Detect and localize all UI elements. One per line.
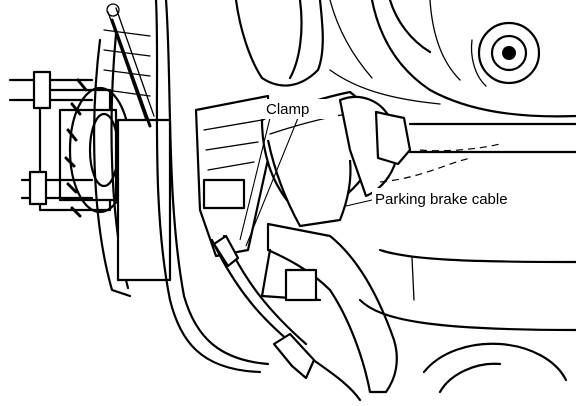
knuckle bbox=[154, 0, 272, 374]
clamp-callout: Clamp bbox=[239, 99, 338, 247]
suspension-arm bbox=[260, 90, 576, 228]
hidden-edges bbox=[379, 143, 501, 183]
clamp-label: Clamp bbox=[266, 101, 309, 118]
wheel-arch bbox=[422, 342, 568, 394]
parking-brake-cable-label: Parking brake cable bbox=[375, 191, 508, 208]
brake-cable-lower bbox=[210, 234, 362, 402]
body-panel bbox=[234, 0, 576, 118]
brake-rotor bbox=[93, 3, 172, 298]
parking-brake-cable-callout: Parking brake cable bbox=[345, 188, 564, 208]
lower-control-arm bbox=[260, 222, 576, 394]
upper-bolt bbox=[470, 21, 541, 87]
